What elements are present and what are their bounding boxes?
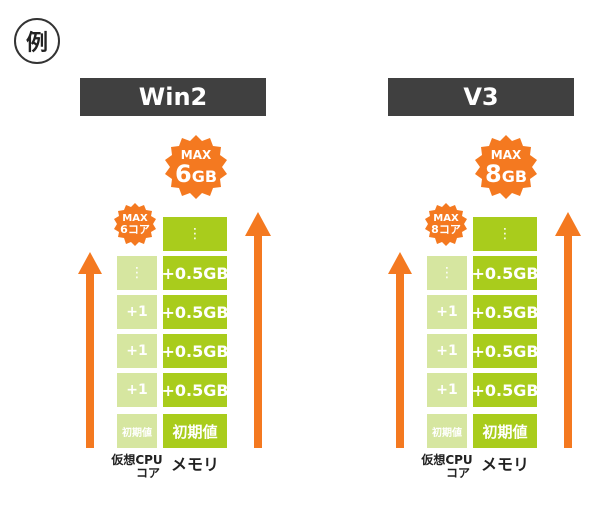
cpu-axis-label: 仮想CPU コア bbox=[108, 453, 166, 481]
cpu-cell: +1 bbox=[117, 295, 157, 329]
badge-cpu-value: 6コア bbox=[120, 223, 150, 237]
panel-win2-title: Win2 bbox=[80, 78, 266, 116]
memory-cell: +0.5GB bbox=[471, 256, 539, 290]
badge-memory-value: 6GB bbox=[174, 159, 218, 188]
memory-axis-label: メモリ bbox=[170, 455, 219, 474]
memory-cell: +0.5GB bbox=[471, 334, 539, 368]
memory-arrow-icon bbox=[245, 212, 271, 448]
badge-burst-shape bbox=[114, 203, 156, 246]
cpu-cell: +1 bbox=[427, 373, 467, 407]
max-memory-badge: MAX 8GB bbox=[471, 133, 541, 203]
badge-memory-value: 8GB bbox=[484, 159, 528, 188]
memory-cell-initial: 初期値 bbox=[163, 414, 227, 448]
badge-cpu-value: 8コア bbox=[431, 223, 461, 237]
cpu-arrow-icon bbox=[388, 252, 412, 448]
cpu-cell: +1 bbox=[117, 373, 157, 407]
memory-cell: +0.5GB bbox=[471, 373, 539, 407]
cpu-cell-initial: 初期値 bbox=[427, 414, 467, 448]
memory-cell: +0.5GB bbox=[161, 334, 229, 368]
memory-cell: +0.5GB bbox=[161, 256, 229, 290]
memory-axis-label: メモリ bbox=[480, 455, 529, 474]
memory-cell-initial: 初期値 bbox=[473, 414, 537, 448]
max-cpu-badge: MAX 8コア bbox=[422, 201, 470, 249]
cpu-cell: ⋮ bbox=[117, 256, 157, 290]
cpu-axis-label: 仮想CPU コア bbox=[418, 453, 476, 481]
example-label: 例 bbox=[14, 18, 60, 64]
badge-value-unit: GB bbox=[501, 166, 528, 186]
cpu-cell: +1 bbox=[427, 334, 467, 368]
memory-cell: +0.5GB bbox=[161, 373, 229, 407]
max-memory-badge: MAX 6GB bbox=[161, 133, 231, 203]
cpu-cell: +1 bbox=[117, 334, 157, 368]
memory-cell: ⋮ bbox=[473, 217, 537, 251]
badge-value-unit: GB bbox=[191, 166, 218, 186]
cpu-axis-label-line2: コア bbox=[135, 466, 160, 481]
cpu-axis-label-line2: コア bbox=[445, 466, 470, 481]
badge-max-text: MAX bbox=[180, 148, 212, 163]
memory-cell: +0.5GB bbox=[161, 295, 229, 329]
cpu-cell-initial: 初期値 bbox=[117, 414, 157, 448]
cpu-axis-label-line1: 仮想CPU bbox=[111, 453, 163, 467]
memory-arrow-icon bbox=[555, 212, 581, 448]
badge-max-text: MAX bbox=[122, 212, 148, 224]
badge-max-text: MAX bbox=[490, 148, 522, 163]
memory-cell: ⋮ bbox=[163, 217, 227, 251]
max-cpu-badge: MAX 6コア bbox=[111, 201, 159, 249]
badge-value-number: 8 bbox=[484, 159, 502, 188]
badge-burst-shape bbox=[475, 135, 537, 199]
cpu-arrow-icon bbox=[78, 252, 102, 448]
cpu-cell: ⋮ bbox=[427, 256, 467, 290]
memory-cell: +0.5GB bbox=[471, 295, 539, 329]
badge-value-number: 6 bbox=[174, 159, 192, 188]
panel-v3-title: V3 bbox=[388, 78, 574, 116]
badge-burst-shape bbox=[165, 135, 227, 199]
cpu-axis-label-line1: 仮想CPU bbox=[421, 453, 473, 467]
badge-max-text: MAX bbox=[433, 212, 459, 224]
badge-burst-shape bbox=[425, 203, 467, 246]
cpu-cell: +1 bbox=[427, 295, 467, 329]
